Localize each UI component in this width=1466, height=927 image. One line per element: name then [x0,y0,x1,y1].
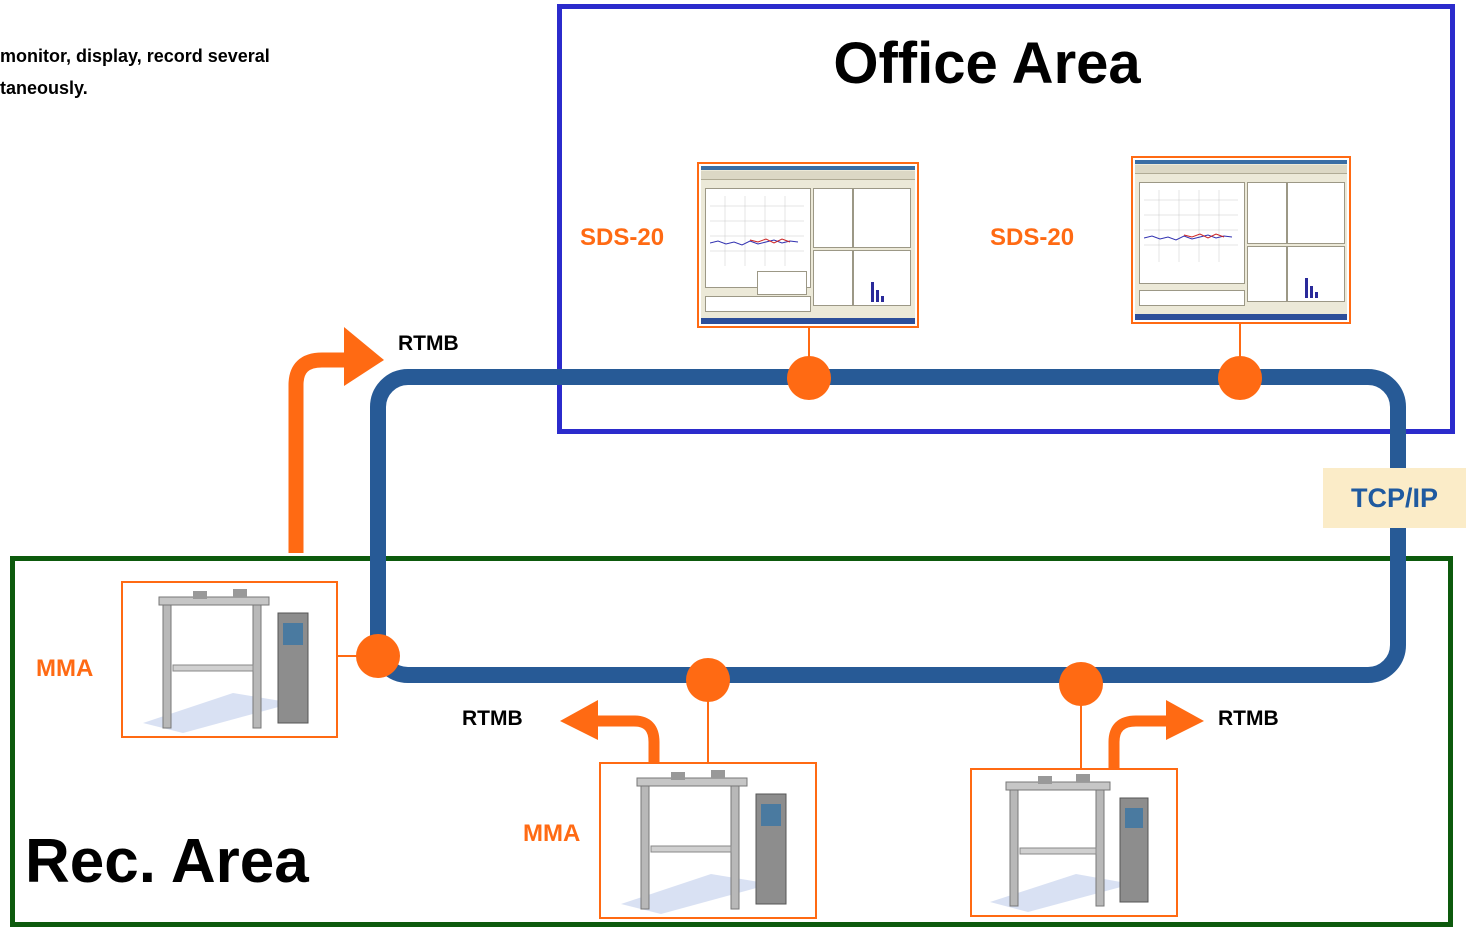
rtmb-arrowhead [344,327,384,386]
sds-20-screenshot [697,162,919,328]
rtmb-label: RTMB [1218,707,1279,730]
rtmb-arrow [1108,715,1168,768]
rtmb-label: RTMB [398,332,459,355]
network-node [787,356,831,400]
tcp-ip-label: TCP/IP [1350,482,1438,513]
office-area-zone [557,4,1455,434]
machine-label: MMA [36,655,94,682]
network-node [686,658,730,702]
network-node [1059,662,1103,706]
workstation-label: SDS-20 [580,224,665,251]
tcp-ip-label-box: TCP/IP [1323,468,1466,528]
rec-area-title: Rec. Area [25,827,309,896]
mma-machine-image [121,581,338,738]
office-area-title: Office Area [833,31,1141,96]
mma-machine-image [970,768,1178,917]
machine-label: MMA [523,820,581,847]
network-node [1218,356,1262,400]
network-node [356,634,400,678]
rtmb-arrowhead [560,700,598,740]
rtmb-label: RTMB [462,707,523,730]
tcp-ip-network-loop [370,369,1406,683]
sds-20-screenshot [1131,156,1351,324]
rtmb-arrow [594,715,660,762]
rec-area-zone [10,556,1453,927]
software-window-image [1135,160,1347,320]
rtmb-arrow [288,352,347,553]
rtmb-arrowhead [1166,700,1204,740]
software-window-image [701,166,915,324]
mma-machine-image [599,762,817,919]
intro-text: monitor, display, record several taneous… [0,46,270,98]
workstation-label: SDS-20 [990,224,1075,251]
